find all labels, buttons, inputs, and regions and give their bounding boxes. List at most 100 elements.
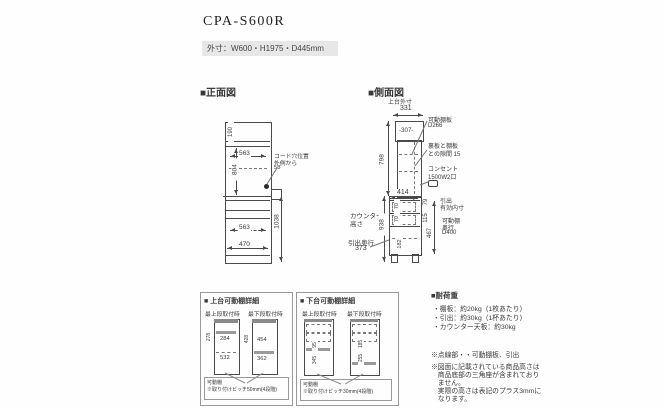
side-view-heading: ■側面図: [368, 88, 405, 99]
front-base-line: [225, 255, 270, 256]
dim-front-563-lower: 563: [238, 224, 251, 231]
counter-height-label-l2: 高さ: [350, 221, 363, 228]
dim-side-938: 938: [378, 213, 386, 236]
dim-front-563-upper: 563: [238, 150, 251, 157]
upper-detail-right-toppanel: [252, 319, 276, 323]
lower-detail-label-bottom: 最下段取付時: [347, 312, 382, 318]
front-view-heading: ■正面図: [200, 88, 237, 99]
upper-detail-box: [200, 292, 293, 406]
lower-right-dim-bottom: 255: [358, 348, 364, 368]
front-top-shelf-line: [225, 146, 270, 147]
cord-note-line3: 58: [274, 165, 281, 171]
dim-side-414: 414: [396, 189, 410, 196]
lower-note-l2: ※取り付けピッチ30mm(4段階): [303, 389, 374, 395]
cord-hole-dot: [264, 184, 269, 189]
mshelf-note-l3: D400: [442, 230, 457, 236]
upper-detail-left-drawing: [214, 319, 240, 375]
front-counter-top-line: [223, 196, 272, 197]
dotted-line-legend: ※点線部・・可動棚板、引出: [431, 352, 520, 359]
upper-right-dim-side: 428: [244, 334, 250, 344]
outlet-note-l1: コンセント: [428, 167, 459, 173]
upper-left-dim-side: 278: [206, 332, 212, 342]
dim-line-470: [227, 246, 268, 250]
drawer-inner-note-l1: 引出: [440, 199, 453, 205]
shelf-note-l1: 可動棚板: [428, 118, 453, 124]
dim-line-331: [393, 113, 423, 117]
dim-side-70b: 70: [394, 212, 400, 226]
dim-side-798: 798: [378, 148, 386, 171]
side-shelf-dash-1: [399, 154, 418, 155]
dim-line-467: [432, 201, 436, 254]
side-top-label: 上台外寸: [388, 100, 413, 106]
gap-note-l1: 裏板と棚板: [428, 144, 459, 150]
dim-side-182: 182: [397, 234, 403, 254]
front-top-section-line: [225, 141, 270, 142]
footnote-line-2: 商品底部の三角座が含まれており: [431, 372, 540, 379]
cord-note-line2: 外側から: [274, 161, 298, 167]
drawer-inner-note-l2: 有効内寸: [440, 206, 465, 212]
load-title: ■耐荷重: [431, 291, 459, 300]
lower-left-drawer-dash-1: [306, 324, 331, 333]
side-backpanel-gap-dash: [414, 142, 415, 194]
upper-left-dim-top: 284: [219, 336, 231, 342]
outer-dimensions-badge: 外寸：W600・H1975・D445mm: [202, 41, 338, 56]
side-drawer-line-1: [389, 213, 420, 214]
footnote-line-3: ません。: [431, 380, 465, 387]
upper-left-dim-bottom: 532: [219, 355, 231, 361]
upper-detail-label-top: 最上段取付時: [205, 312, 240, 318]
side-foot-back: [412, 254, 419, 263]
lower-detail-label-top: 最上段取付時: [302, 312, 337, 318]
dim-front-1038: 1038: [273, 207, 281, 236]
side-drawer-dash-1: [392, 202, 416, 212]
outlet-note-l2: 1500W2口: [428, 175, 457, 181]
upper-right-dim-bottom: 362: [256, 356, 268, 362]
upper-detail-label-bottom: 最下段取付時: [248, 312, 283, 318]
dim-front-190: 190: [228, 122, 234, 142]
gap-note-l2: との隙間 15: [428, 152, 461, 158]
lower-left-dim-bottom: 345: [312, 350, 318, 370]
front-drawer-line-2: [225, 218, 270, 219]
cord-note-line1: コード穴位置: [274, 154, 309, 160]
mshelf-note-l1: 可動棚: [442, 219, 461, 225]
side-upper-body: [397, 140, 422, 198]
upper-detail-title: ■ 上台可動棚詳細: [204, 298, 260, 305]
dim-side-70a: 70: [394, 199, 400, 213]
upper-detail-right-shelf: [254, 351, 274, 354]
front-movable-shelf-dash: [229, 168, 267, 169]
front-drawer-line-1: [225, 210, 270, 211]
lower-left-drawer-dash-2: [306, 333, 331, 342]
side-drawer-dash-2: [392, 215, 416, 225]
lower-detail-right-shelf: [352, 362, 376, 365]
lower-right-drawer-dash-1: [352, 324, 377, 333]
lower-detail-right-toppanel: [350, 319, 378, 322]
side-shelf-dash-2: [399, 171, 418, 172]
shelf-note-l2: D266: [428, 123, 443, 129]
side-foot-front: [391, 254, 398, 263]
dim-line-414: [390, 196, 418, 200]
lower-right-drawer-dash-2: [352, 333, 377, 342]
side-counter-line: [389, 200, 420, 201]
dim-line-1038: [279, 196, 283, 262]
upper-detail-left-dash: [216, 352, 236, 353]
lower-detail-left-toppanel: [304, 319, 332, 322]
load-item-drawer: ・引出：約30kg（1杯あたり）: [433, 315, 527, 322]
counter-height-label-l1: カウンター: [350, 213, 383, 220]
upper-note-l1: 可動棚: [207, 380, 223, 386]
dim-side-331: 331: [399, 105, 413, 112]
upper-detail-left-shelf: [216, 331, 236, 334]
dim-side-307: -307-: [398, 127, 415, 134]
drawer-depth-value: 373: [355, 245, 367, 252]
dim-side-467: 467: [427, 221, 433, 245]
dim-line-798: [386, 121, 390, 196]
load-item-counter: ・カウンター天板：約30kg: [433, 324, 516, 331]
lower-detail-left-shelf: [306, 348, 330, 351]
footnote-line-4: 実際の高さは表記のプラス3mmに: [431, 388, 542, 395]
lower-detail-title: ■ 下台可動棚詳細: [300, 298, 356, 305]
dim-front-470: 470: [238, 241, 251, 248]
upper-note-l2: ※取り付けピッチ50mm(4段階): [207, 387, 278, 393]
footnote-line-5: なります。: [431, 396, 472, 403]
upper-detail-right-drawing: [252, 319, 278, 375]
dim-front-804: 804: [231, 158, 239, 181]
upper-detail-note-box: [204, 377, 289, 400]
